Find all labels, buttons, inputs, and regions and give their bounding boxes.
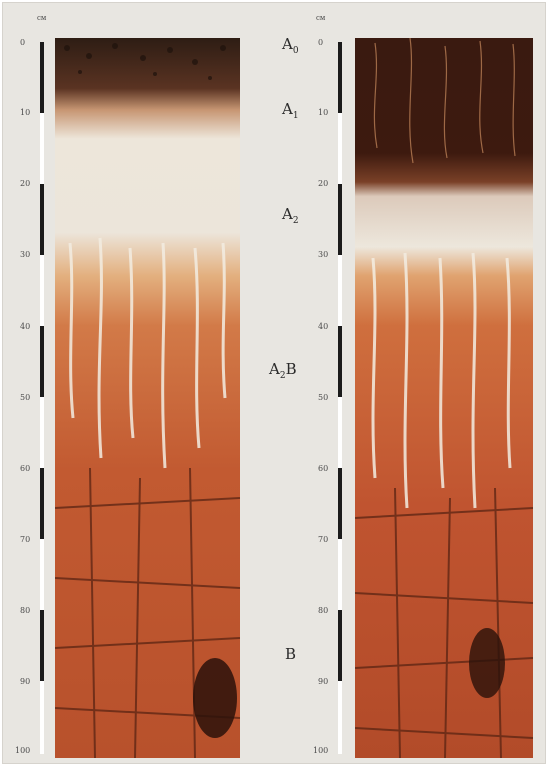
- right-tick-10: 10: [318, 108, 328, 117]
- right-soil-profile: [355, 38, 533, 758]
- horizon-label-a2b: A2B: [269, 360, 297, 381]
- right-tick-80: 80: [318, 606, 328, 615]
- horizon-label-a2: A2: [282, 205, 299, 226]
- horizon-label-b: B: [285, 645, 296, 666]
- left-tick-80: 80: [20, 606, 30, 615]
- right-tick-20: 20: [318, 179, 328, 188]
- left-tick-10: 10: [20, 108, 30, 117]
- left-tick-40: 40: [20, 322, 30, 331]
- left-profile-fill: [55, 38, 240, 758]
- right-scale-unit: см: [316, 14, 325, 22]
- right-tick-70: 70: [318, 535, 328, 544]
- left-tick-0: 0: [20, 38, 25, 47]
- left-scale-bar: [40, 42, 44, 754]
- left-tick-100: 100: [15, 746, 30, 755]
- left-scale-unit: см: [37, 14, 46, 22]
- right-dark-pocket: [469, 628, 505, 698]
- left-tick-20: 20: [20, 179, 30, 188]
- right-profile-fill: [355, 38, 533, 758]
- horizon-label-a0: A0: [282, 35, 299, 56]
- left-soil-profile: [55, 38, 240, 758]
- right-tick-30: 30: [318, 250, 328, 259]
- right-scale-bar: [338, 42, 342, 754]
- right-tick-60: 60: [318, 464, 328, 473]
- left-tick-50: 50: [20, 393, 30, 402]
- left-tick-60: 60: [20, 464, 30, 473]
- right-tick-50: 50: [318, 393, 328, 402]
- right-tick-90: 90: [318, 677, 328, 686]
- right-tick-100: 100: [313, 746, 328, 755]
- left-tick-90: 90: [20, 677, 30, 686]
- left-tick-70: 70: [20, 535, 30, 544]
- right-tick-40: 40: [318, 322, 328, 331]
- left-dark-pocket: [193, 658, 237, 738]
- horizon-label-a1: A1: [282, 100, 299, 121]
- right-tick-0: 0: [318, 38, 323, 47]
- left-tick-30: 30: [20, 250, 30, 259]
